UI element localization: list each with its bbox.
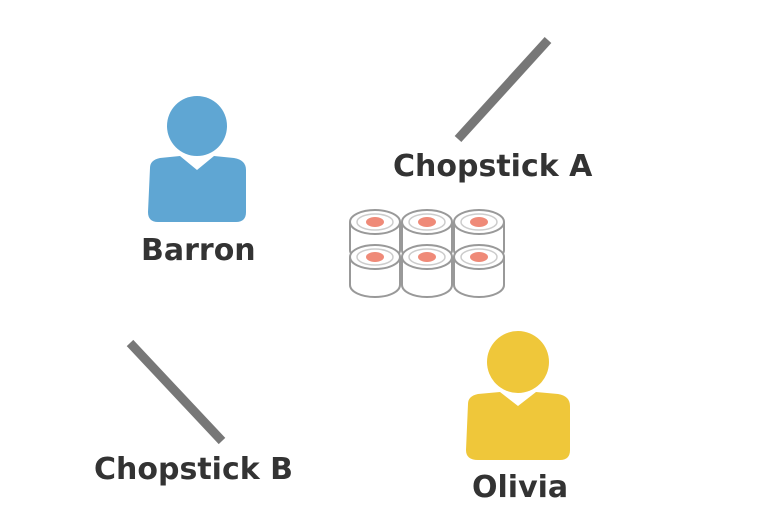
olivia-label: Olivia [472,470,569,505]
barron-label: Barron [141,233,256,268]
chopstick-b [126,339,226,445]
chopstick-a [454,36,552,143]
sushi-roll [401,244,453,298]
sushi-roll [453,244,505,298]
sushi-rolls-icon [349,209,505,298]
sushi-roll [349,244,401,298]
barron-person-icon [148,96,246,222]
chopstick-b-label: Chopstick B [94,452,293,487]
chopstick-a-label: Chopstick A [393,149,593,184]
olivia-person-icon [466,331,570,460]
